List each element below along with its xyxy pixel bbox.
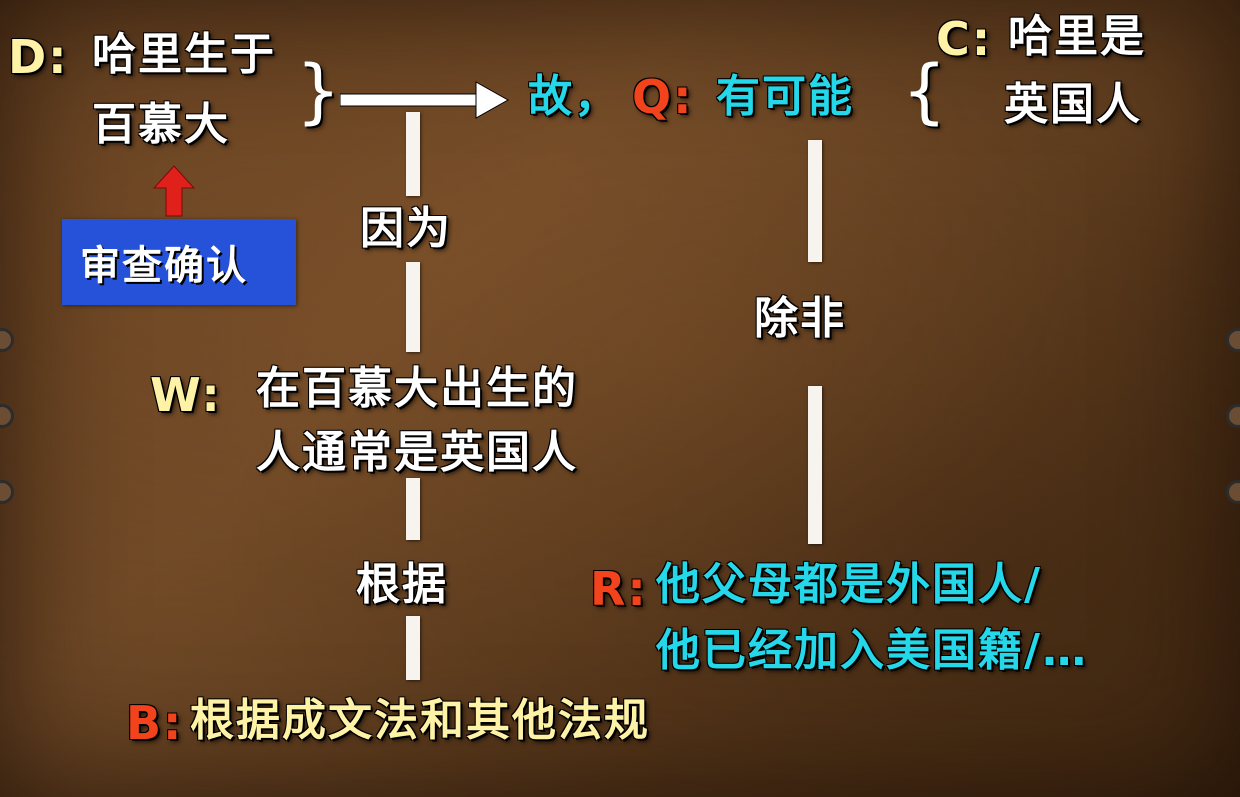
rebuttal-connector-bottom: [808, 386, 822, 544]
rebuttal-line-1: 他父母都是外国人/: [656, 559, 1043, 610]
so-text: 故，: [528, 71, 620, 122]
claim-left-brace: {: [902, 50, 947, 132]
binder-ring-right-3: [1226, 480, 1240, 504]
backing-text: 根据成文法和其他法规: [190, 695, 650, 746]
binder-ring-right-2: [1226, 404, 1240, 428]
rebuttal-prefix: R:: [590, 562, 648, 616]
qualifier-prefix: Q:: [632, 70, 694, 124]
data-right-brace: }: [296, 50, 341, 132]
verify-label: 审查确认: [80, 243, 248, 289]
warrant-line-2: 人通常是英国人: [256, 427, 578, 478]
rebuttal-connector-top: [808, 140, 822, 262]
because-label: 因为: [360, 203, 452, 254]
binder-ring-left-1: [0, 328, 14, 352]
backing-prefix: B:: [126, 696, 184, 750]
binder-ring-left-2: [0, 404, 14, 428]
on-account-of-label: 根据: [356, 559, 448, 610]
warrant-connector-top: [406, 112, 420, 196]
verify-box: 审查确认: [62, 219, 296, 305]
warrant-prefix: W:: [150, 368, 222, 422]
backing-connector-top: [406, 478, 420, 540]
claim-prefix: C:: [936, 12, 993, 66]
data-prefix: D:: [8, 30, 69, 84]
backing-connector-bottom: [406, 616, 420, 680]
data-line-2: 百慕大: [92, 99, 230, 150]
unless-label: 除非: [754, 293, 846, 344]
rebuttal-line-2: 他已经加入美国籍/…: [656, 625, 1089, 676]
warrant-line-1: 在百慕大出生的: [256, 363, 578, 414]
data-line-1: 哈里生于: [92, 29, 276, 80]
qualifier-text: 有可能: [716, 71, 854, 122]
binder-ring-left-3: [0, 480, 14, 504]
claim-line-2: 英国人: [1004, 79, 1142, 130]
verify-up-arrow-icon: [152, 165, 196, 217]
binder-ring-right-1: [1226, 328, 1240, 352]
warrant-connector-mid: [406, 262, 420, 352]
inference-arrow: [340, 81, 510, 119]
claim-line-1: 哈里是: [1008, 11, 1146, 62]
